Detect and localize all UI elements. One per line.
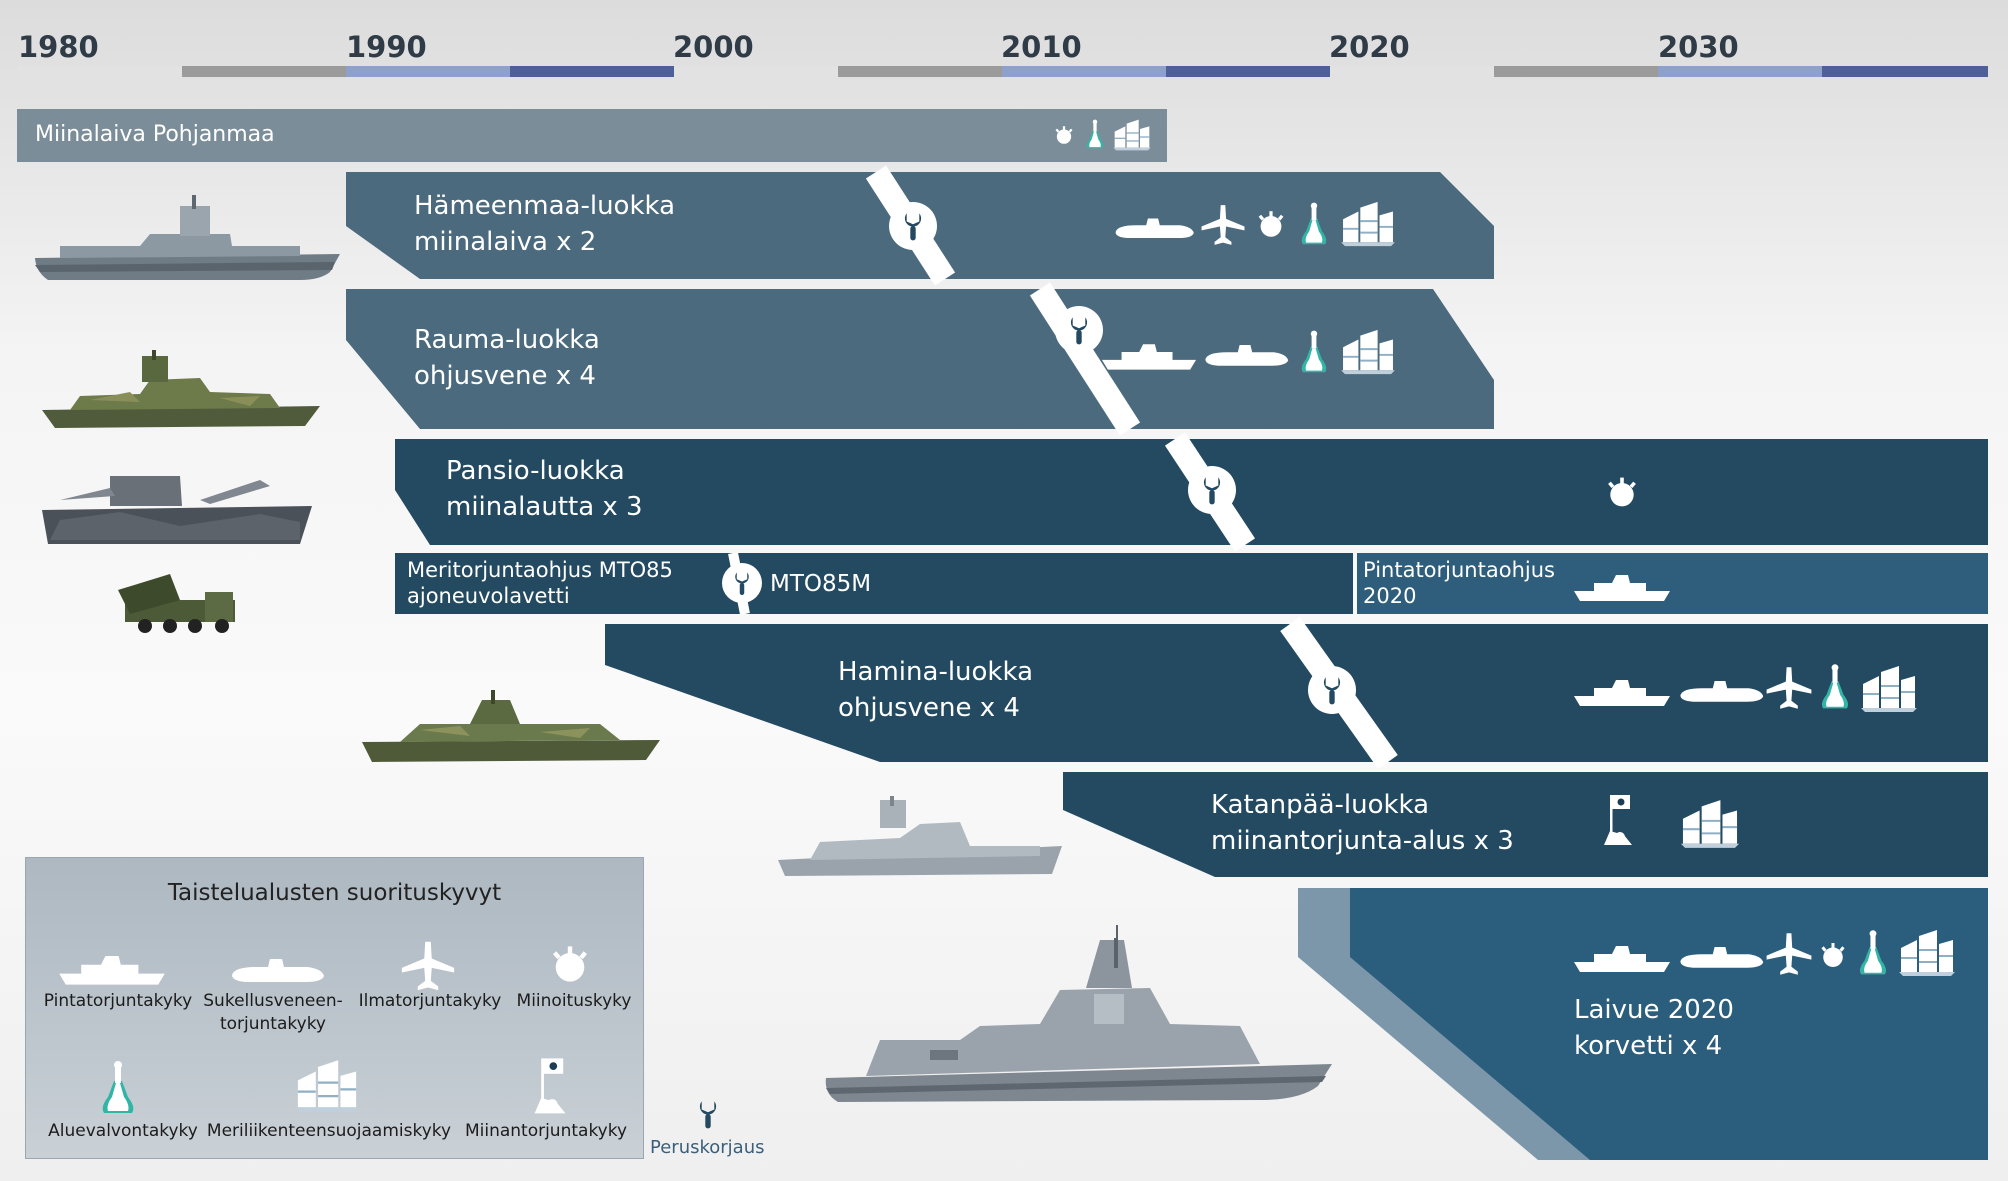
timeline-segment — [18, 66, 182, 77]
year-1990: 1990 — [346, 30, 427, 64]
label-pintatorjuntaohjus: Pintatorjuntaohjus 2020 — [1363, 557, 1555, 609]
label-line: Pansio-luokka — [446, 456, 625, 486]
label-line: miinalautta x 3 — [446, 492, 643, 522]
label-mto85m: MTO85M — [770, 571, 872, 597]
mto85-truck-illustration — [118, 574, 235, 633]
rauma-ship-illustration — [42, 350, 320, 428]
legend-label-sealane: Meriliikenteensuojaamiskyky — [206, 1121, 452, 1141]
legend-label-surveillance: Aluevalvontakyky — [48, 1121, 198, 1141]
label-line: Katanpää-luokka — [1211, 790, 1430, 820]
naval-mine-icon — [552, 946, 588, 982]
legend-label-line: torjuntakyky — [219, 1014, 326, 1034]
label-line: Hamina-luokka — [838, 657, 1034, 687]
legend-label-submarine: Sukellusveneen- torjuntakyky — [198, 990, 348, 1036]
timeline-segment — [346, 66, 510, 77]
year-2000: 2000 — [673, 30, 754, 64]
label-mto85: Meritorjuntaohjus MTO85 ajoneuvolavetti — [407, 557, 673, 609]
legend-label-surface: Pintatorjuntakyky — [43, 991, 193, 1011]
label-laivue2020: Laivue 2020 korvetti x 4 — [1574, 992, 1734, 1064]
label-hamina: Hamina-luokka ohjusvene x 4 — [838, 654, 1033, 726]
pansio-ship-illustration — [42, 476, 312, 544]
label-line: ohjusvene x 4 — [414, 361, 596, 391]
label-katanpaa: Katanpää-luokka miinantorjunta-alus x 3 — [1211, 787, 1514, 859]
legend-title: Taistelualusten suorituskyvyt — [167, 880, 502, 906]
laivue2020-corvette-illustration — [825, 925, 1332, 1102]
hameenmaa-ship-illustration — [35, 195, 340, 280]
band-hamina — [605, 624, 1988, 762]
label-line: miinantorjunta-alus x 3 — [1211, 826, 1514, 856]
timeline-segment — [1822, 66, 1988, 77]
label-line: Laivue 2020 — [1574, 995, 1734, 1025]
year-2010: 2010 — [1001, 30, 1082, 64]
label-line: Meritorjuntaohjus MTO85 — [407, 558, 673, 582]
timeline-segment — [1330, 66, 1494, 77]
label-hameenmaa: Hämeenmaa-luokka miinalaiva x 2 — [414, 188, 675, 260]
band-rauma — [346, 289, 1494, 429]
mine-countermeasure-icon — [534, 1058, 566, 1114]
timeline-segment — [674, 66, 838, 77]
timeline-segment — [510, 66, 674, 77]
band-pintatorjuntaohjus — [1357, 553, 1988, 614]
timeline-segment — [1002, 66, 1166, 77]
submarine-icon — [232, 959, 324, 982]
year-1980: 1980 — [18, 30, 99, 64]
legend-label-mining: Miinoituskyky — [516, 991, 632, 1011]
surveillance-tower-icon — [102, 1061, 134, 1113]
capabilities-legend: Taistelualusten suorituskyvyt Pintatorju… — [25, 857, 644, 1159]
label-line: miinalaiva x 2 — [414, 227, 597, 257]
overhaul-key-label: Peruskorjaus — [650, 1137, 765, 1158]
timeline-segment — [1658, 66, 1822, 77]
label-line: korvetti x 4 — [1574, 1031, 1723, 1061]
label-rauma: Rauma-luokka ohjusvene x 4 — [414, 322, 600, 394]
label-line: 2020 — [1363, 584, 1417, 608]
katanpaa-ship-illustration — [778, 796, 1062, 876]
label-line: Rauma-luokka — [414, 325, 600, 355]
legend-label-line: Sukellusveneen- — [203, 991, 343, 1011]
band-katanpaa — [1063, 772, 1988, 877]
surface-ship-icon — [59, 956, 165, 985]
aircraft-icon — [401, 941, 455, 991]
legend-label-mcm: Miinantorjuntakyky — [464, 1121, 628, 1141]
label-line: ajoneuvolavetti — [407, 584, 570, 608]
year-2030: 2030 — [1658, 30, 1739, 64]
band-mto85 — [395, 553, 1353, 614]
hamina-ship-illustration — [362, 690, 660, 762]
label-line: Pintatorjuntaohjus — [1363, 558, 1555, 582]
label-pohjanmaa: Miinalaiva Pohjanmaa — [35, 122, 275, 147]
band-pohjanmaa — [17, 109, 1167, 162]
year-2020: 2020 — [1329, 30, 1410, 64]
convoy-containers-icon — [294, 1059, 360, 1113]
overhaul-stripe — [1029, 282, 1141, 436]
timeline-segment — [1166, 66, 1330, 77]
label-line: Hämeenmaa-luokka — [414, 191, 676, 221]
legend-label-air: Ilmatorjuntakyky — [358, 991, 502, 1011]
timeline-segment — [182, 66, 346, 77]
label-pansio: Pansio-luokka miinalautta x 3 — [446, 453, 643, 525]
timeline-segment — [838, 66, 1002, 77]
label-line: ohjusvene x 4 — [838, 693, 1020, 723]
timeline-segment — [1494, 66, 1658, 77]
